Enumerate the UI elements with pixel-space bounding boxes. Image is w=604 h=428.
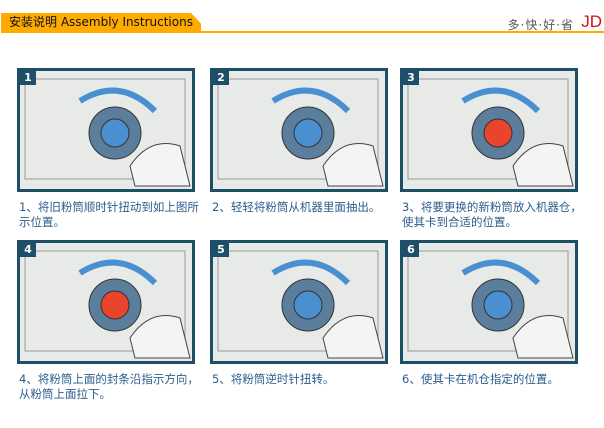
step-illustration-1: 1 — [17, 68, 195, 192]
illustration-drawing — [217, 78, 384, 187]
step-caption-2: 2、轻轻将粉筒从机器里面抽出。 — [212, 200, 381, 214]
illustration-drawing — [217, 250, 384, 359]
step-illustration-2: 2 — [210, 68, 388, 192]
step-caption-5: 5、将粉筒逆时针扭转。 — [212, 372, 335, 386]
step-illustration-4: 4 — [17, 240, 195, 364]
section-header: 安装说明 Assembly Instructions — [1, 13, 201, 32]
step-caption-6: 6、使其卡在机仓指定的位置。 — [402, 372, 559, 386]
step-number: 1 — [20, 71, 36, 85]
header-divider — [1, 31, 604, 33]
jd-logo: JD — [581, 12, 602, 31]
illustration-drawing — [407, 250, 574, 359]
step-number: 6 — [403, 243, 419, 257]
illustration-drawing — [24, 250, 191, 359]
illustration-drawing — [407, 78, 574, 187]
slogan: 多·快·好·省 — [507, 18, 574, 32]
step-illustration-6: 6 — [400, 240, 578, 364]
illustration-drawing — [24, 78, 191, 187]
step-number: 4 — [20, 243, 36, 257]
step-caption-4: 4、将粉筒上面的封条沿指示方向，从粉筒上面拉下。 — [19, 372, 199, 401]
step-caption-3: 3、将要更换的新粉筒放入机器仓，使其卡到合适的位置。 — [402, 200, 582, 229]
step-number: 5 — [213, 243, 229, 257]
step-illustration-3: 3 — [400, 68, 578, 192]
step-illustration-5: 5 — [210, 240, 388, 364]
step-number: 2 — [213, 71, 229, 85]
step-caption-1: 1、将旧粉筒顺时针扭动到如上图所示位置。 — [19, 200, 199, 229]
step-number: 3 — [403, 71, 419, 85]
